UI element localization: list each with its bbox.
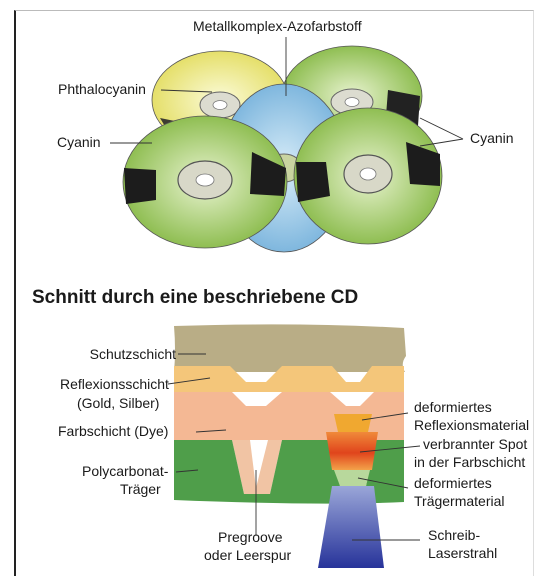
label-phthalocyanin: Phthalocyanin bbox=[58, 81, 146, 98]
label-def-sub-1: deformiertes bbox=[414, 475, 492, 492]
label-cyanin-left: Cyanin bbox=[57, 134, 101, 151]
label-def-reflect-2: Reflexionsmaterial bbox=[414, 417, 529, 434]
layer-reflect bbox=[174, 366, 404, 392]
section-title: Schnitt durch eine beschriebene CD bbox=[32, 287, 358, 309]
cd-cyanin-left bbox=[123, 116, 287, 248]
label-spot-2: in der Farbschicht bbox=[414, 454, 525, 471]
label-reflect-2: (Gold, Silber) bbox=[77, 395, 159, 412]
label-def-reflect-1: deformiertes bbox=[414, 399, 492, 416]
deformed-substrate bbox=[334, 470, 370, 486]
label-poly-1: Polycarbonat- bbox=[82, 463, 168, 480]
label-azo: Metallkomplex-Azofarbstoff bbox=[193, 18, 362, 35]
deformed-reflective bbox=[334, 414, 372, 432]
label-cyanin-right: Cyanin bbox=[470, 130, 514, 147]
label-laser-1: Schreib- bbox=[428, 527, 480, 544]
label-poly-2: Träger bbox=[120, 481, 161, 498]
cd-cyanin-right bbox=[294, 108, 442, 244]
label-protect: Schutzschicht bbox=[90, 346, 176, 363]
label-def-sub-2: Trägermaterial bbox=[414, 493, 505, 510]
label-reflect-1: Reflexionsschicht bbox=[60, 376, 169, 393]
layer-protect bbox=[174, 324, 406, 372]
label-pregroove-2: oder Leerspur bbox=[204, 547, 291, 564]
label-dye: Farbschicht (Dye) bbox=[58, 423, 168, 440]
label-laser-2: Laserstrahl bbox=[428, 545, 497, 562]
label-pregroove-1: Pregroove bbox=[218, 529, 283, 546]
label-spot-1: verbrannter Spot bbox=[423, 436, 527, 453]
